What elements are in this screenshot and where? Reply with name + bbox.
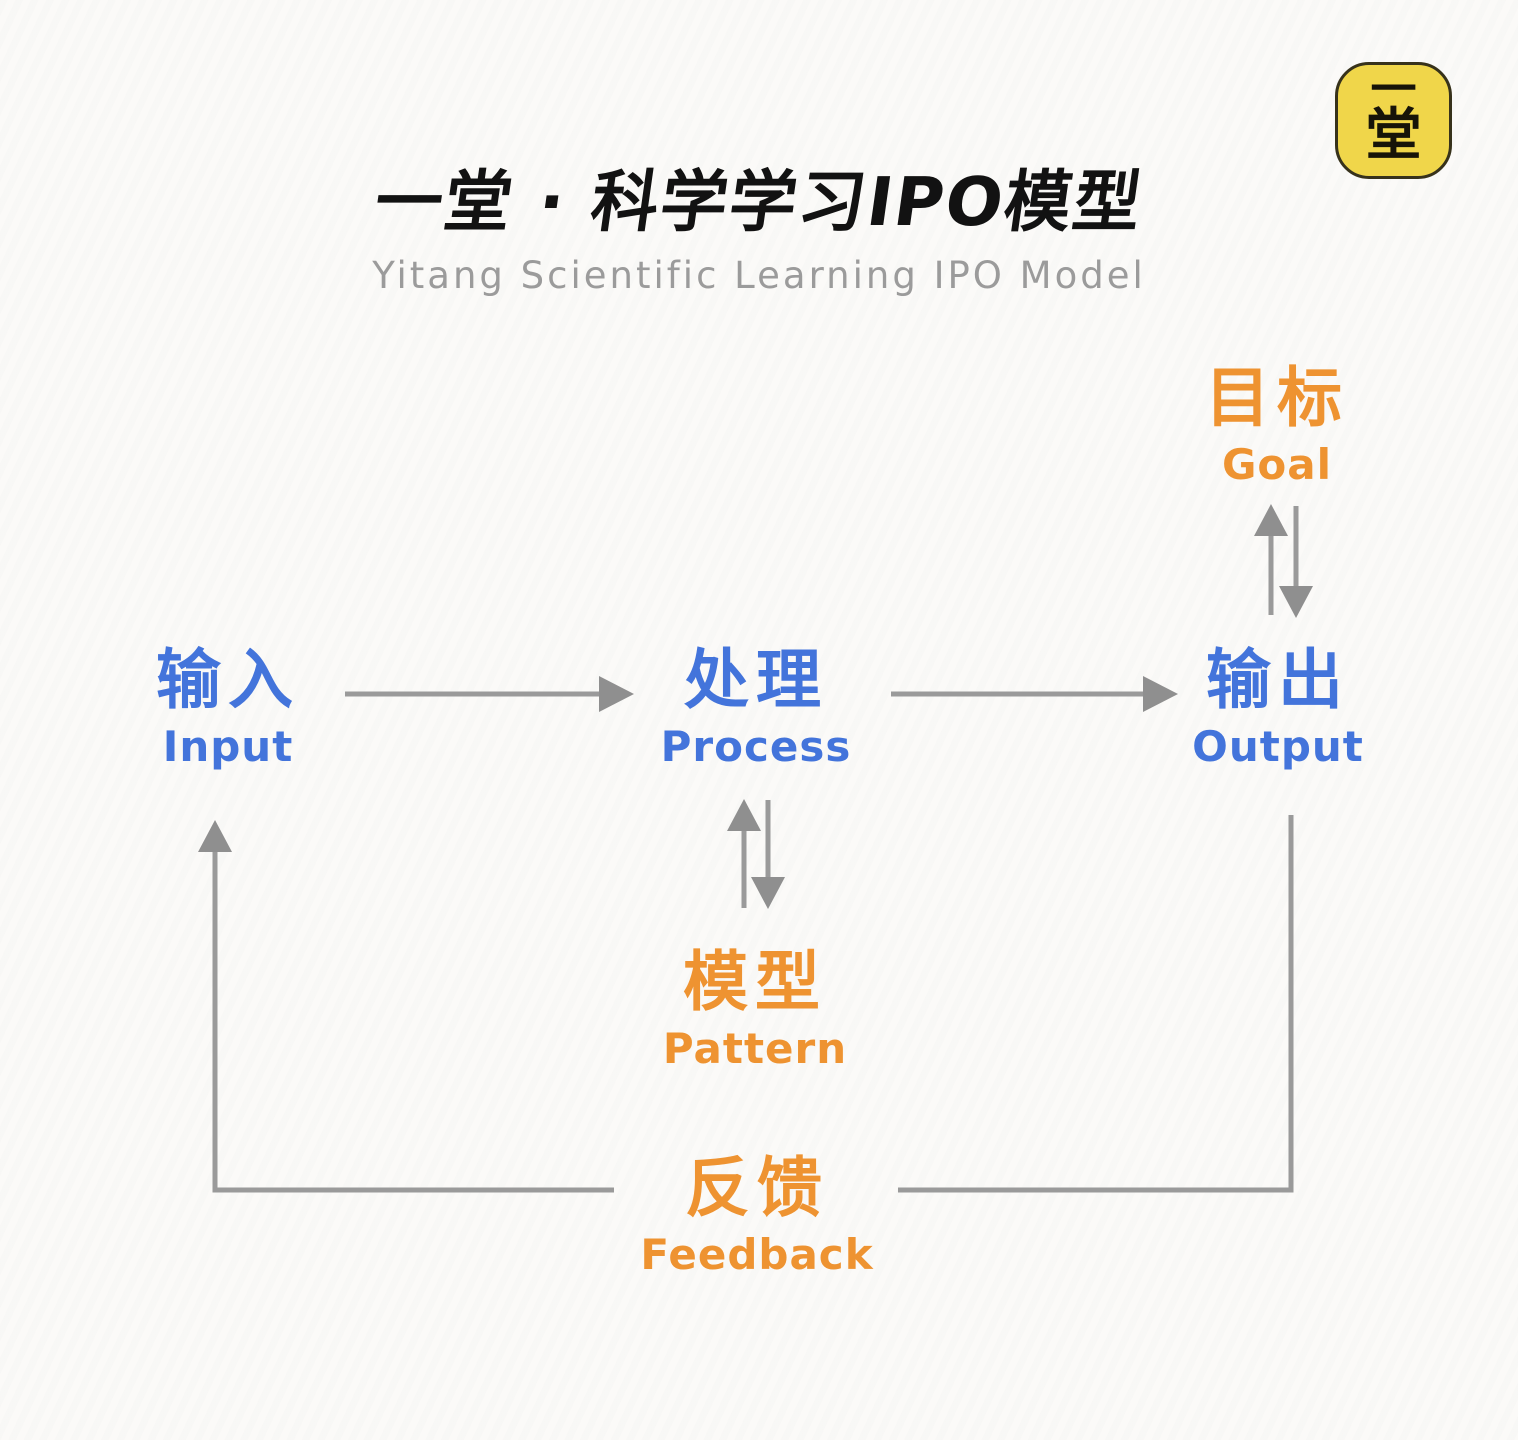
node-output: 输出 Output bbox=[1192, 648, 1364, 768]
page-subtitle: Yitang Scientific Learning IPO Model bbox=[372, 254, 1146, 297]
yitang-logo: 一 堂 bbox=[1335, 62, 1452, 179]
node-input-en: Input bbox=[162, 722, 294, 771]
node-process-en: Process bbox=[660, 722, 852, 771]
node-goal: 目标 Goal bbox=[1205, 366, 1349, 486]
node-output-zh: 输出 bbox=[1205, 643, 1351, 718]
node-pattern-en: Pattern bbox=[662, 1024, 848, 1073]
node-pattern: 模型 Pattern bbox=[663, 950, 847, 1070]
node-feedback-en: Feedback bbox=[640, 1230, 874, 1279]
node-process-zh: 处理 bbox=[683, 643, 829, 718]
node-pattern-zh: 模型 bbox=[682, 945, 827, 1020]
node-input-zh: 输入 bbox=[155, 643, 301, 718]
node-feedback-zh: 反馈 bbox=[684, 1151, 830, 1226]
arrow-process-to-output bbox=[891, 676, 1178, 712]
node-goal-en: Goal bbox=[1221, 440, 1333, 489]
double-arrow-process-pattern bbox=[727, 799, 785, 909]
logo-char-bottom: 堂 bbox=[1365, 103, 1422, 169]
node-process: 处理 Process bbox=[661, 648, 852, 768]
node-feedback: 反馈 Feedback bbox=[640, 1156, 873, 1276]
logo-char-top: 一 bbox=[1370, 61, 1417, 116]
page-title: 一堂 · 科学学习IPO模型 bbox=[370, 163, 1149, 241]
node-input: 输入 Input bbox=[156, 648, 300, 768]
node-output-en: Output bbox=[1192, 722, 1364, 771]
double-arrow-output-goal bbox=[1254, 504, 1313, 618]
node-goal-zh: 目标 bbox=[1204, 361, 1350, 436]
arrow-input-to-process bbox=[345, 676, 634, 712]
